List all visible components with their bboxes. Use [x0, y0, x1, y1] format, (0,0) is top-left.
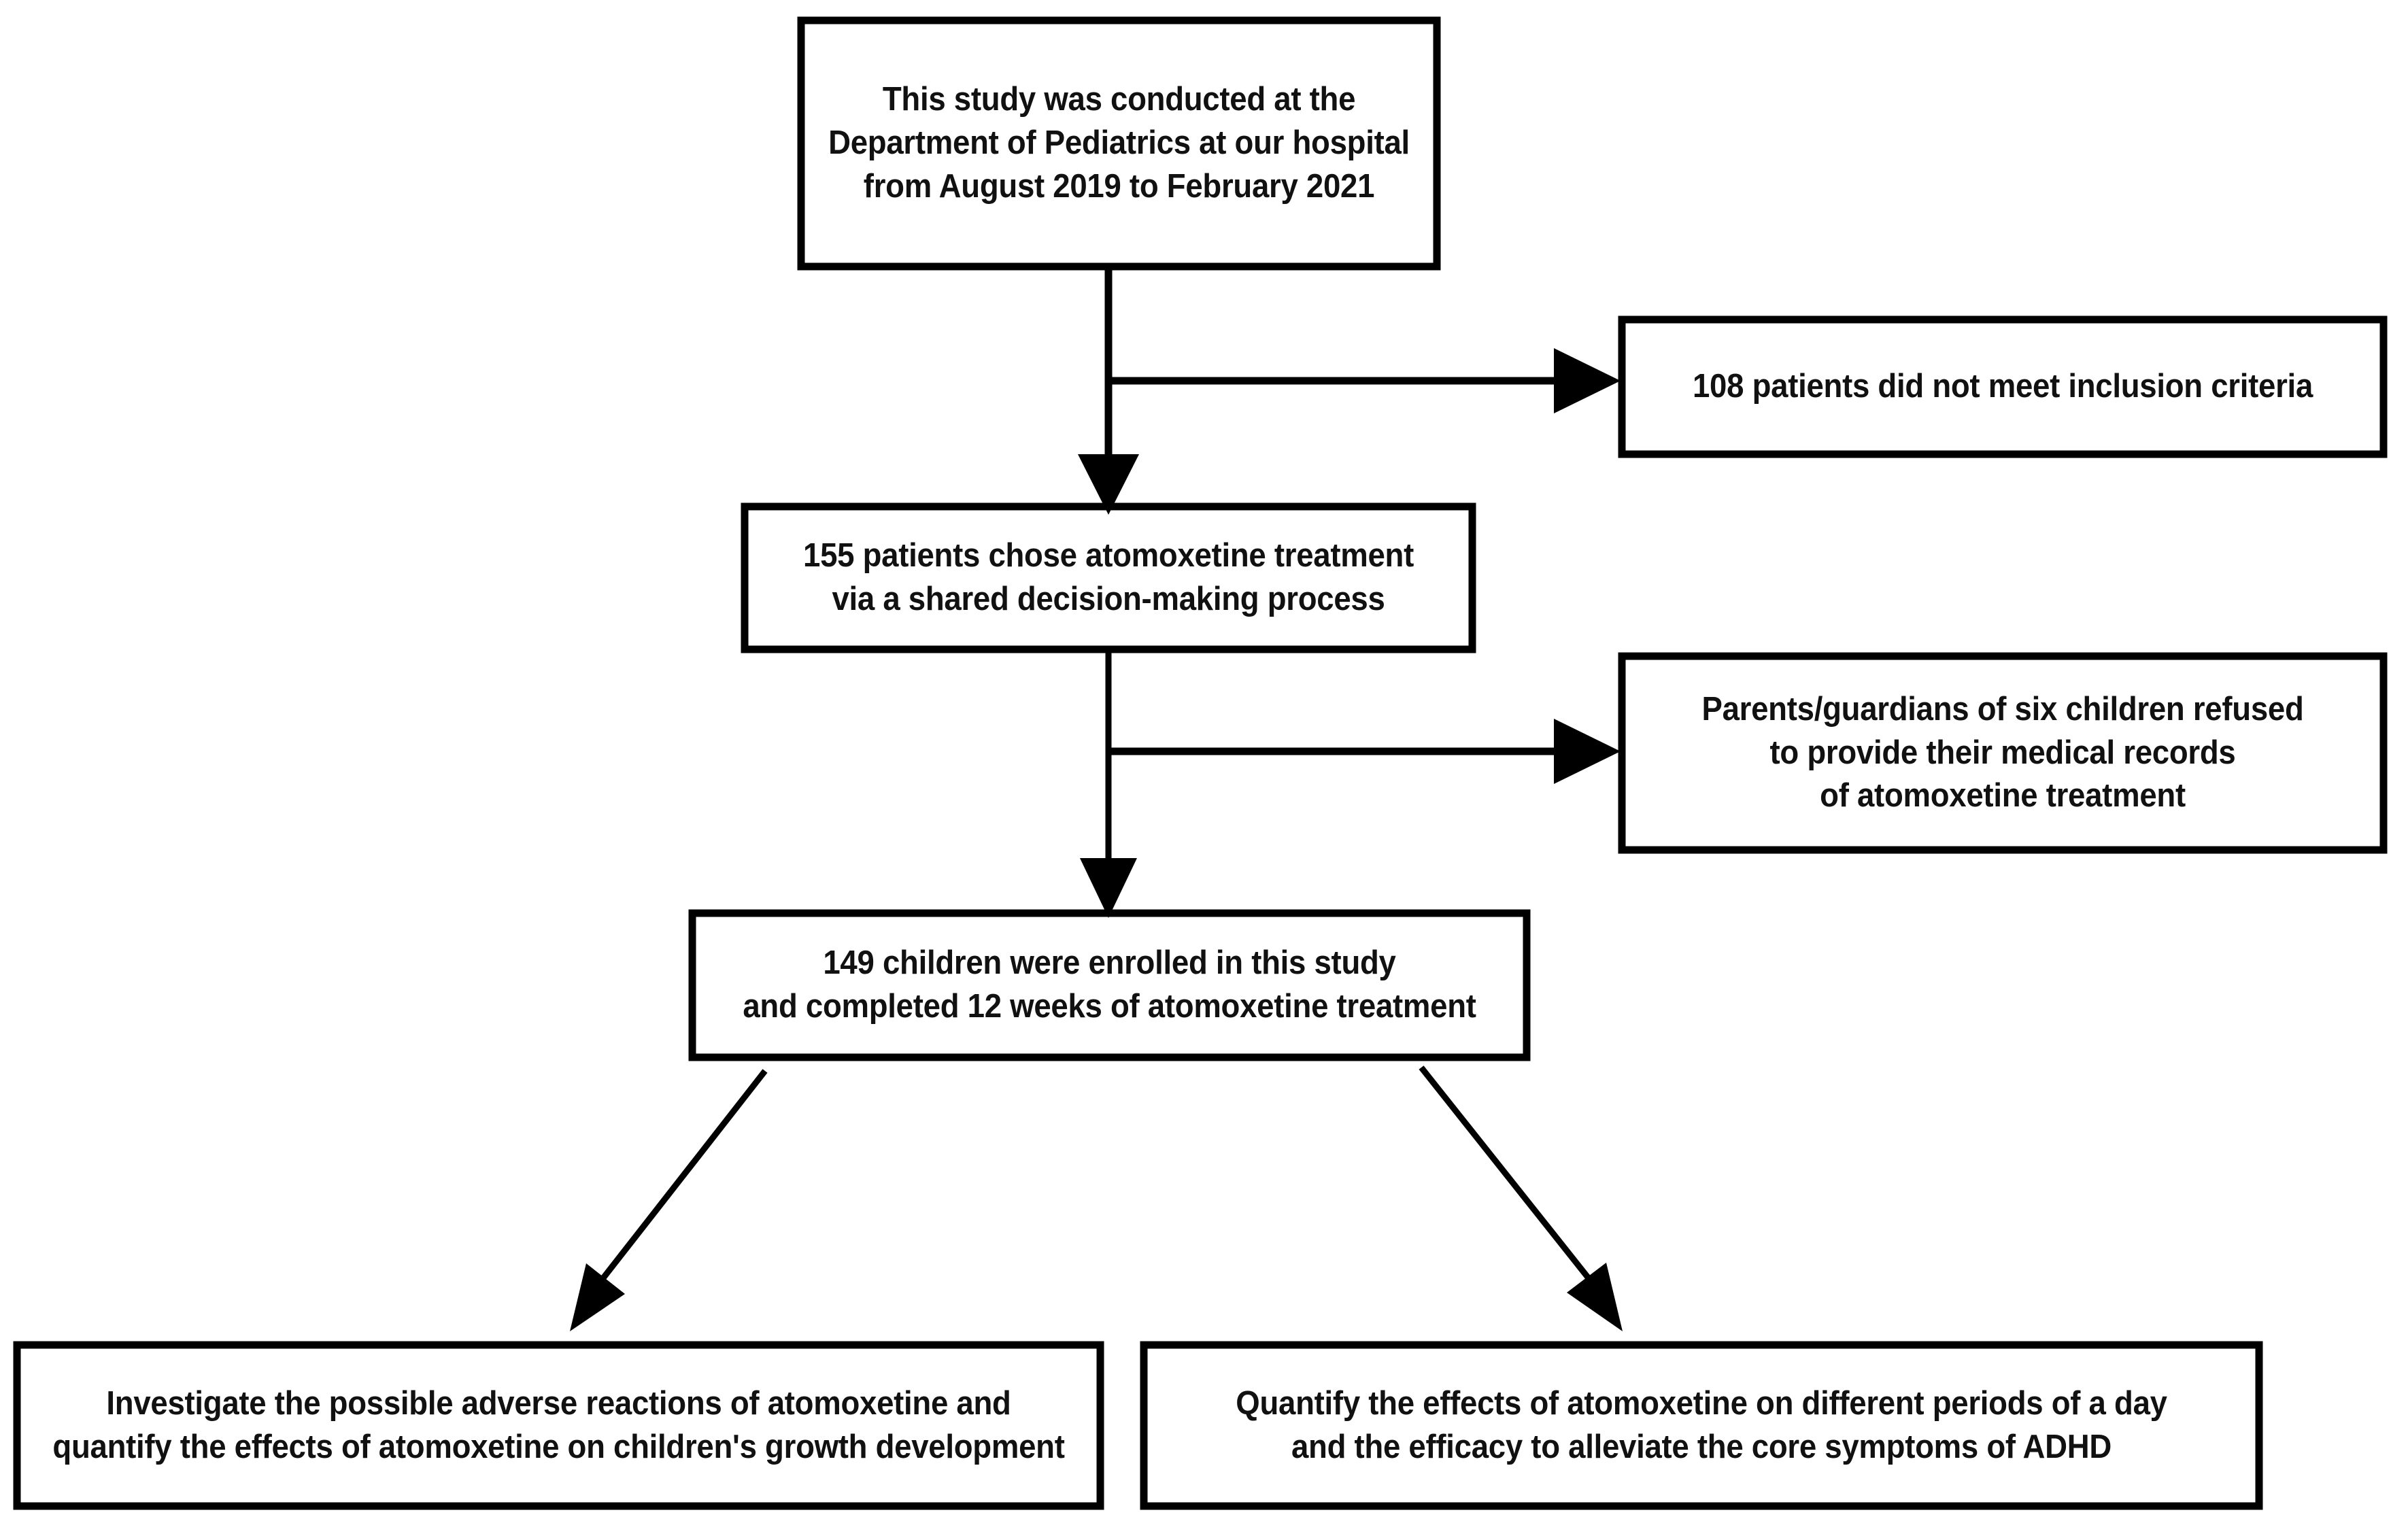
node-outcome-adverse-growth-box — [13, 1341, 1104, 1510]
text-line: and the efficacy to alleviate the core s… — [1291, 1428, 2112, 1465]
text-line: 108 patients did not meet inclusion crit… — [1692, 368, 2313, 405]
node-study-setting-box — [797, 16, 1441, 271]
text-line: and completed 12 weeks of atomoxetine tr… — [743, 988, 1476, 1025]
text-line: 149 children were enrolled in this study — [823, 944, 1396, 982]
node-outcome-periods-efficacy-label: Quantify the effects of atomoxetine on d… — [1183, 1345, 2220, 1506]
edge-setting-to-excluded — [1108, 348, 1621, 413]
text-line: Department of Pediatrics at our hospital — [828, 124, 1410, 162]
text-line: Parents/guardians of six children refuse… — [1701, 690, 2304, 728]
text-line: 155 patients chose atomoxetine treatment — [802, 537, 1414, 575]
text-line: from August 2019 to February 2021 — [863, 167, 1375, 205]
text-line: Investigate the possible adverse reactio… — [106, 1384, 1011, 1422]
edge-setting-to-chose — [1078, 267, 1139, 515]
text-line: to provide their medical records — [1769, 734, 2236, 771]
text-line: quantify the effects of atomoxetine on c… — [52, 1428, 1065, 1465]
node-excluded-refused-records-label: Parents/guardians of six children refuse… — [1648, 656, 2357, 850]
edge-enrolled-to-outcome-left — [570, 1069, 768, 1331]
node-excluded-refused-records-box — [1618, 652, 2388, 854]
node-excluded-inclusion-criteria-label: 108 patients did not meet inclusion crit… — [1648, 320, 2357, 454]
text-line: Quantify the effects of atomoxetine on d… — [1236, 1384, 2167, 1422]
edge-chose-to-refused — [1108, 719, 1621, 784]
text-line: This study was conducted at the — [882, 81, 1356, 118]
node-outcome-periods-efficacy-box — [1140, 1341, 2263, 1510]
node-enrolled-children-label: 149 children were enrolled in this study… — [722, 913, 1497, 1057]
text-line: of atomoxetine treatment — [1820, 777, 2186, 815]
node-chose-atomoxetine-label: 155 patients chose atomoxetine treatment… — [770, 507, 1446, 649]
node-outcome-adverse-growth-label: Investigate the possible adverse reactio… — [52, 1345, 1065, 1506]
edge-enrolled-to-outcome-right — [1419, 1065, 1623, 1331]
edge-chose-to-enrolled — [1080, 649, 1137, 918]
node-excluded-inclusion-criteria-box — [1618, 315, 2388, 458]
text-line: via a shared decision-making process — [832, 581, 1385, 617]
node-study-setting-label: This study was conducted at the Departme… — [824, 20, 1415, 267]
node-enrolled-children-box — [688, 909, 1531, 1061]
